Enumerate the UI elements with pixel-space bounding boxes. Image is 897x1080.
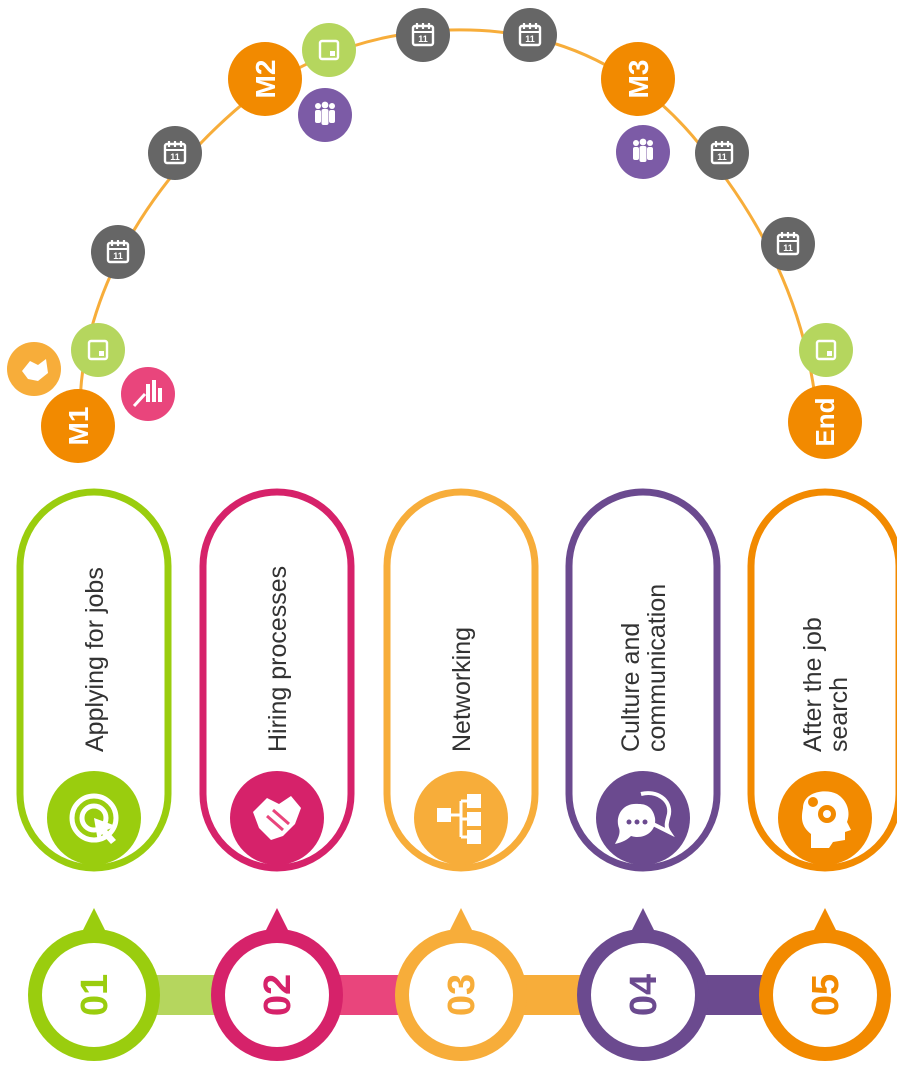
step-card-outline [16, 488, 172, 872]
calendar-icon [91, 225, 145, 279]
document-icon [71, 323, 125, 377]
step-card-outline [199, 488, 355, 872]
step-title: Networking [448, 627, 476, 752]
step-number: 05 [805, 974, 847, 1016]
step-card-outline [383, 488, 539, 872]
roadmap-arc [78, 28, 820, 426]
milestone-m2: M2 [228, 42, 302, 116]
milestone-end: End [788, 385, 862, 459]
step-number: 03 [441, 974, 483, 1016]
step-title: communication [643, 584, 671, 752]
document-icon [799, 323, 853, 377]
head-gear-icon [778, 771, 872, 865]
calendar-icon [148, 126, 202, 180]
handshake-icon [7, 342, 61, 396]
milestone-label: M3 [623, 60, 654, 99]
document-icon [302, 23, 356, 77]
milestone-label: M1 [63, 407, 94, 446]
calendar-icon [695, 126, 749, 180]
chat-bubbles-icon [596, 771, 690, 865]
step-number-badge: 01 [28, 929, 160, 1061]
calendar-icon [503, 8, 557, 62]
milestone-m1: M1 [41, 389, 115, 463]
network-icon [414, 771, 508, 865]
step-number: 04 [623, 974, 665, 1016]
calendar-icon [396, 8, 450, 62]
calendar-icon [761, 217, 815, 271]
step-title: search [825, 677, 853, 752]
step-card-01: Applying for jobs 01 [16, 488, 172, 1061]
step-card-outline [565, 488, 721, 872]
step-title: After the job [799, 617, 827, 752]
step-title: Applying for jobs [81, 567, 109, 752]
people-icon [298, 88, 352, 142]
step-number: 02 [257, 974, 299, 1016]
step-card-03: Networking 03 [383, 488, 539, 1061]
step-card-outline [747, 488, 897, 872]
step-title: Culture and [617, 623, 645, 752]
people-icon [616, 125, 670, 179]
growth-chart-icon [121, 367, 175, 421]
handshake-icon [230, 771, 324, 865]
step-number-badge: 02 [211, 929, 343, 1061]
milestone-label: End [810, 397, 840, 446]
step-number-badge: 05 [759, 929, 891, 1061]
milestone-m3: M3 [601, 42, 675, 116]
step-number: 01 [74, 974, 116, 1016]
step-number-badge: 03 [395, 929, 527, 1061]
cursor-target-icon [47, 771, 141, 865]
milestone-label: M2 [250, 60, 281, 99]
step-number-badge: 04 [577, 929, 709, 1061]
step-title: Hiring processes [264, 566, 292, 752]
step-card-02: Hiring processes 02 [199, 488, 355, 1061]
